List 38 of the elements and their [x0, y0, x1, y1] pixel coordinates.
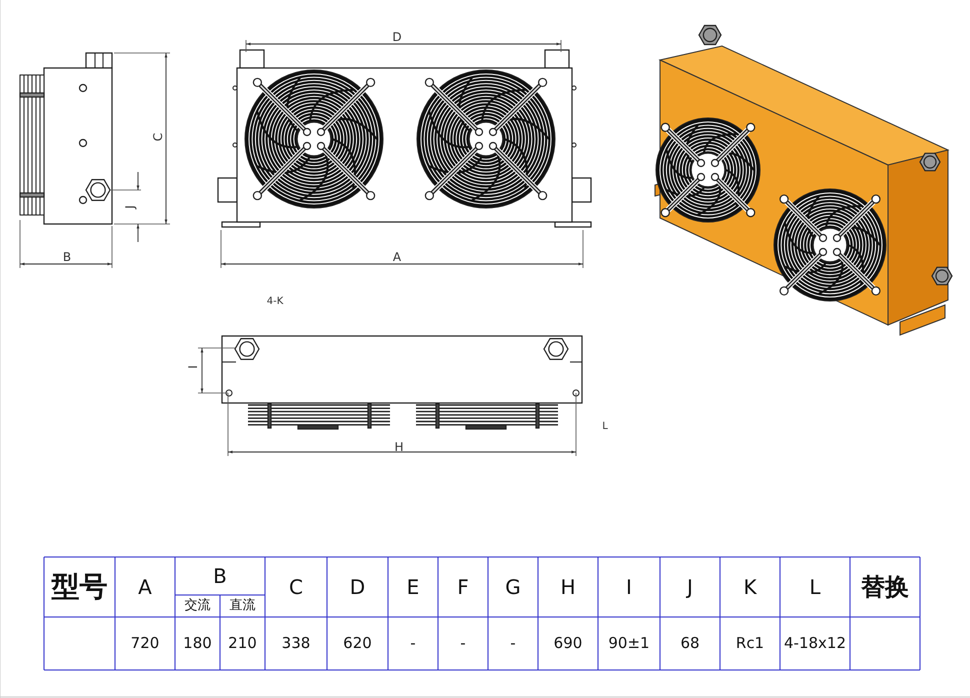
- table-value: 68: [680, 635, 700, 652]
- table-value: 720: [130, 635, 160, 652]
- table-value: 338: [282, 635, 310, 652]
- table-header: I: [626, 576, 632, 598]
- table-header: B: [213, 565, 227, 587]
- table-header: A: [138, 576, 152, 598]
- table-header: J: [687, 576, 693, 598]
- table-header: E: [406, 576, 420, 598]
- table-header: H: [560, 576, 576, 598]
- table-subheader: 直流: [230, 598, 256, 614]
- table-header: 替换: [861, 574, 909, 600]
- dimension-label: I: [187, 365, 199, 369]
- callout-label: L: [602, 422, 608, 432]
- table-value: 690: [554, 635, 582, 652]
- callout-label: 4-K: [266, 297, 284, 307]
- table-header: L: [809, 576, 821, 598]
- table-header: K: [743, 576, 757, 598]
- dimension-label: H: [394, 441, 404, 453]
- table-value: -: [510, 635, 516, 652]
- dimension-label: B: [62, 251, 72, 263]
- table-header: F: [457, 576, 469, 598]
- table-header: 型号: [52, 572, 108, 602]
- table-subheader: 交流: [184, 598, 210, 614]
- table-value: Rc1: [736, 635, 764, 652]
- table-value: -: [410, 635, 416, 652]
- dimension-label: A: [392, 251, 402, 263]
- table-value: 210: [228, 635, 257, 652]
- table-value: 4-18x12: [784, 635, 846, 652]
- table-header: D: [350, 576, 366, 598]
- table-header: G: [505, 576, 521, 598]
- table-value: 180: [183, 635, 212, 652]
- table-value: 90±1: [608, 635, 650, 652]
- table-value: 620: [343, 635, 372, 652]
- table-header: C: [289, 576, 303, 598]
- dimension-label: D: [392, 31, 402, 43]
- dimension-label: J: [124, 205, 136, 209]
- table-value: -: [460, 635, 466, 652]
- dimension-label: C: [152, 132, 164, 142]
